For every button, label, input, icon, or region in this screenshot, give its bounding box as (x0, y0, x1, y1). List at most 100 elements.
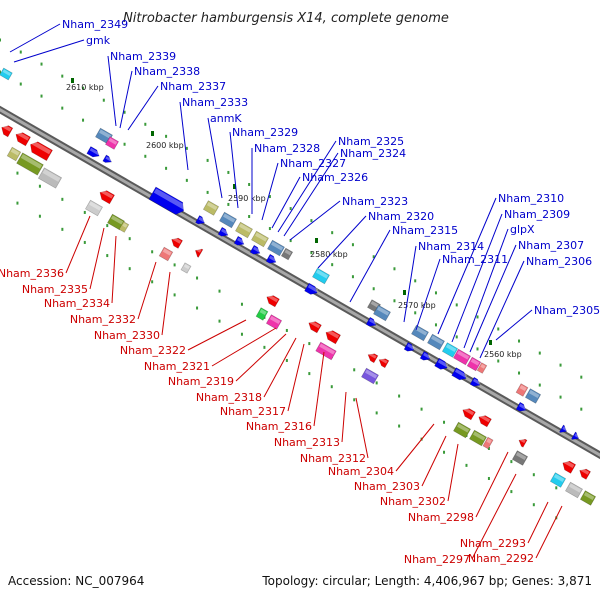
track-dot (353, 398, 356, 402)
track-dot (398, 424, 401, 428)
track-dot (123, 110, 126, 114)
reverse-feature (118, 221, 130, 233)
reverse-feature (315, 341, 337, 361)
track-dot (559, 363, 562, 367)
gene-label-text: Nham_2334 (44, 297, 110, 310)
track-dot (285, 328, 288, 332)
forward-feature (102, 154, 112, 163)
forward-feature (148, 186, 186, 215)
forward-feature (441, 342, 459, 358)
gene-label: Nham_2314 (403, 240, 484, 323)
gene-label: anmK (207, 112, 242, 199)
forward-feature (235, 221, 253, 239)
gene-label: Nham_2320 (317, 210, 434, 269)
gene-label-text: Nham_2317 (220, 405, 286, 418)
track-dot (372, 255, 375, 259)
gene-label: Nham_2326 (271, 171, 368, 229)
track-dot (455, 335, 458, 339)
track-dot (248, 182, 251, 186)
gene-label-text: Nham_2298 (408, 511, 474, 524)
forward-feature (233, 235, 245, 246)
map-title: Nitrobacter hamburgensis X14, complete g… (123, 11, 449, 26)
reverse-feature (562, 460, 577, 474)
forward-feature (453, 348, 471, 366)
track-dot (353, 368, 356, 372)
forward-feature (419, 350, 431, 361)
forward-feature (219, 211, 237, 229)
gene-label: Nham_2313 (274, 391, 347, 449)
track-dot (375, 411, 378, 415)
reverse-feature (30, 140, 53, 162)
reverse-feature (478, 414, 492, 428)
reverse-feature (511, 450, 529, 466)
reverse-feature (482, 436, 494, 450)
track-dot (372, 287, 375, 291)
track-dot (263, 345, 266, 349)
track-dot (19, 82, 22, 86)
reverse-feature (308, 320, 322, 334)
track-dot (165, 134, 168, 138)
forward-feature (217, 226, 229, 237)
track-dot (196, 276, 199, 280)
gene-label-text: Nham_2305 (534, 304, 600, 317)
map-dots-layer (0, 38, 583, 520)
reverse-feature (462, 407, 476, 421)
track-dot (106, 254, 109, 258)
track-dot (538, 383, 541, 387)
gene-label-text: Nham_2330 (94, 329, 160, 342)
forward-feature (86, 146, 100, 158)
gene-label: Nham_2304 (328, 423, 435, 478)
gene-label-text: Nham_2338 (134, 65, 200, 78)
gene-label-text: Nham_2320 (368, 210, 434, 223)
forward-feature (524, 388, 542, 404)
track-dot (106, 224, 109, 228)
track-dot (351, 243, 354, 247)
reverse-feature (85, 199, 103, 217)
reverse-feature (266, 294, 280, 308)
gene-label: Nham_2336 (0, 215, 91, 280)
tick-label: 2560 kbp (484, 350, 522, 359)
tick-label: 2600 kbp (146, 141, 184, 150)
track-dot (330, 385, 333, 389)
track-dot (310, 251, 313, 255)
forward-feature (411, 324, 429, 342)
gene-label: Nham_2330 (94, 271, 171, 342)
gene-label: Nham_2315 (349, 224, 458, 303)
forward-feature (403, 341, 415, 352)
forward-feature (280, 247, 294, 261)
track-dot (206, 190, 209, 194)
track-dot (518, 371, 521, 375)
track-dot (61, 197, 64, 201)
gene-label: Nham_2309 (451, 208, 570, 343)
track-dot (331, 231, 334, 235)
gene-label: Nham_2312 (300, 397, 369, 465)
track-dot (443, 450, 446, 454)
track-dot (465, 463, 468, 467)
reverse-feature (6, 146, 22, 162)
track-dot (414, 279, 417, 283)
track-dot (196, 306, 199, 310)
track-dot (218, 319, 221, 323)
gene-label-text: Nham_2314 (418, 240, 484, 253)
forward-labels-layer: Nham_2349gmkNham_2339Nham_2338Nham_2337N… (9, 18, 600, 359)
forward-feature (105, 136, 119, 150)
gene-label-text: glpX (510, 223, 535, 236)
track-dot (240, 332, 243, 336)
gene-label-text: Nham_2306 (526, 255, 592, 268)
track-dot (248, 214, 251, 218)
gene-label: glpX (463, 223, 535, 349)
track-dot (434, 291, 437, 295)
tick-mark (233, 184, 236, 189)
track-dot (518, 339, 521, 343)
reverse-feature (518, 438, 528, 448)
gene-label-text: Nham_2349 (62, 18, 128, 31)
gene-label-text: Nham_2303 (354, 480, 420, 493)
track-dot (487, 446, 490, 450)
forward-feature (469, 376, 481, 387)
reverse-feature (1, 124, 14, 138)
gene-label-text: Nham_2328 (254, 142, 320, 155)
track-dot (173, 293, 176, 297)
gene-label: Nham_2337 (127, 80, 226, 131)
gene-label: Nham_2325 (277, 135, 404, 233)
